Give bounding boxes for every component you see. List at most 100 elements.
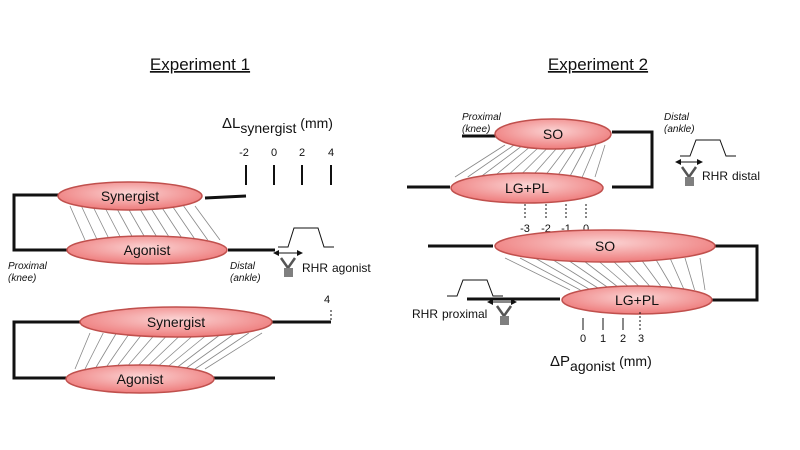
fiber-line [581, 144, 597, 178]
fiber-line [114, 332, 144, 370]
fiber-line [639, 257, 664, 291]
agonist-muscle [65, 364, 215, 394]
fiber-line [556, 144, 579, 178]
fiber-line [154, 332, 197, 370]
exp2-title: Experiment 2 [548, 55, 648, 74]
tick-label: -2 [541, 223, 551, 235]
fiber-line [104, 332, 131, 370]
fiber-line [115, 205, 135, 241]
fiber-line [81, 205, 98, 241]
tick-label: 0 [580, 333, 586, 345]
fiber-line [480, 144, 524, 178]
distal-label: Distal [230, 261, 256, 272]
fiber-line [149, 205, 172, 241]
tick-label: 1 [600, 333, 606, 345]
tick-label: 3 [638, 333, 644, 345]
fiber-line [171, 205, 196, 241]
fiber-line [492, 144, 533, 178]
so-label: SO [595, 238, 615, 254]
fiber-line [94, 332, 117, 370]
ankle-label: (ankle) [664, 124, 695, 135]
fiber-line [124, 332, 157, 370]
fiber-line [74, 332, 91, 370]
fiber-line [594, 144, 606, 178]
fiber-line [204, 332, 263, 370]
fiber-line [531, 144, 560, 178]
fiber-line [126, 205, 147, 241]
delta-l-label: ΔLsynergist (mm) [222, 115, 333, 136]
fiber-line [543, 144, 569, 178]
fiber-line [183, 205, 209, 241]
fiber-line [624, 257, 654, 291]
fiber-line [454, 144, 506, 178]
tick-label: 4 [328, 147, 334, 159]
exp2-top-fibers [454, 144, 606, 178]
fiber-line [160, 205, 184, 241]
exp1-top-fibers [69, 205, 221, 241]
ramp-profile-icon [278, 227, 334, 248]
fiber-line [69, 205, 86, 241]
fiber-line [669, 257, 685, 291]
exp1-top-tendons [12, 193, 275, 252]
fiber-line [594, 257, 633, 291]
knee-label: (knee) [462, 124, 490, 135]
lgpl-muscle [561, 285, 713, 315]
rhr-device-icon [680, 166, 698, 186]
fiber-line [699, 257, 706, 291]
proximal-label: Proximal [462, 112, 502, 123]
rhr-device-icon [279, 257, 297, 277]
rhr-device-icon [495, 305, 513, 325]
synergist-label: Synergist [147, 314, 205, 330]
lgpl-label: LG+PL [615, 292, 659, 308]
agonist-label: Agonist [117, 371, 164, 387]
ramp-profile-icon [447, 279, 503, 297]
fiber-line [654, 257, 675, 291]
exp2-bottom-fibers [504, 257, 706, 291]
fiber-line [174, 332, 223, 370]
fiber-line [164, 332, 210, 370]
fiber-line [103, 205, 123, 241]
exp1-title: Experiment 1 [150, 55, 250, 74]
fiber-line [184, 332, 236, 370]
fiber-line [609, 257, 643, 291]
tick-label: -3 [520, 223, 530, 235]
ramp-profile-icon [680, 139, 736, 157]
fiber-line [549, 257, 602, 291]
fiber-line [137, 205, 159, 241]
tick-label: 0 [583, 223, 589, 235]
exp1-bottom-fibers [74, 332, 263, 370]
tick-label: 2 [620, 333, 626, 345]
fiber-line [579, 257, 623, 291]
so-muscle [494, 229, 716, 263]
fiber-line [569, 144, 588, 178]
tick-marks [582, 318, 624, 330]
agonist-label: Agonist [124, 242, 171, 258]
synergist-muscle [57, 181, 203, 211]
lgpl-label: LG+PL [505, 180, 549, 196]
fiber-line [564, 257, 612, 291]
so-label: SO [543, 126, 563, 142]
fiber-line [194, 332, 249, 370]
tick-label: 2 [299, 147, 305, 159]
agonist-muscle [66, 235, 228, 265]
delta-p-label: ΔPagonist (mm) [550, 353, 652, 374]
tick-label: -2 [239, 147, 249, 159]
tick-marks [524, 204, 587, 220]
fiber-line [519, 257, 581, 291]
fiber-line [504, 257, 571, 291]
proximal-label: Proximal [8, 261, 48, 272]
lgpl-muscle [450, 172, 604, 204]
knee-label: (knee) [8, 273, 36, 284]
fiber-line [92, 205, 110, 241]
fiber-line [505, 144, 542, 178]
tick-label: 0 [271, 147, 277, 159]
tick-label: -1 [561, 223, 571, 235]
fiber-line [534, 257, 591, 291]
ankle-label: (ankle) [230, 273, 261, 284]
so-muscle [494, 118, 612, 150]
tick-label: 4 [324, 294, 330, 306]
distal-label: Distal [664, 112, 690, 123]
